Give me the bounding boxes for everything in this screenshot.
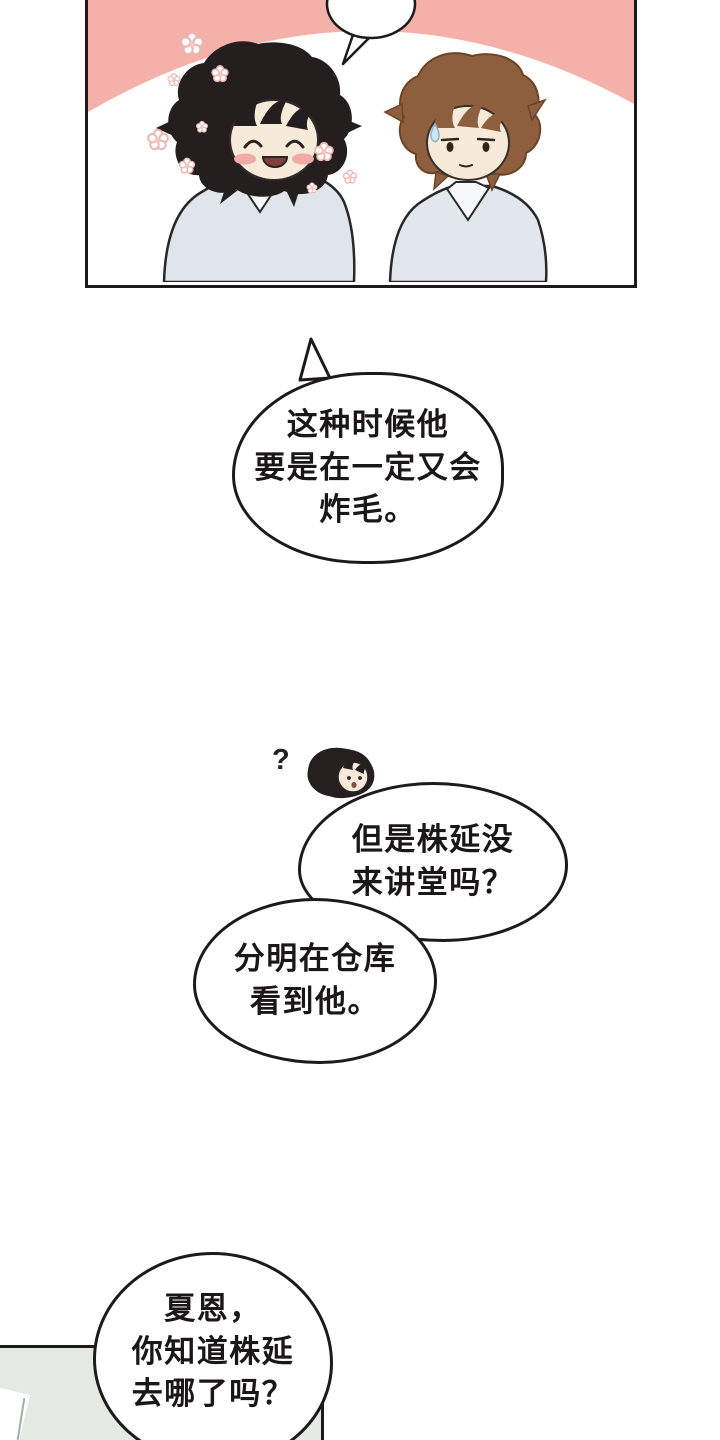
bubble-line: 看到他。 — [250, 984, 380, 1019]
question-mark-text: ? — [272, 744, 290, 776]
speech-bubble-monologue: 这种时候他 要是在一定又会 炸毛。 — [232, 372, 504, 564]
character-left-mouth — [261, 156, 289, 168]
character-right-fringe — [433, 100, 507, 132]
character-right-eyes — [440, 137, 496, 152]
bubble-line: 炸毛。 — [319, 492, 417, 528]
character-left-fringe — [234, 96, 314, 130]
speech-bubble-ask: 夏恩， 你知道株延 去哪了吗？ — [93, 1252, 333, 1440]
flower-icon — [147, 128, 169, 151]
bubble-line: 分明在仓库 — [233, 941, 397, 977]
character-right-collar — [445, 181, 491, 222]
flower-icon — [167, 73, 181, 87]
bubble-line: 来讲堂吗？ — [351, 865, 515, 900]
bubble-line: 但是株延没 — [351, 822, 515, 858]
character-left-eyes — [243, 139, 305, 149]
comic-panel-top — [85, 0, 637, 288]
bubble-line: 去哪了吗？ — [131, 1376, 295, 1412]
bubble-line: 这种时候他 — [286, 406, 450, 442]
chibi-head-icon — [307, 747, 375, 799]
character-right-mouth — [459, 164, 473, 168]
sweat-drop-icon — [430, 122, 440, 143]
speech-bubble-question-2: 分明在仓库 看到他。 — [193, 898, 437, 1064]
flower-icon — [342, 169, 358, 184]
character-right — [383, 52, 548, 282]
bubble-line: 你知道株延 — [131, 1333, 295, 1369]
bubble-line: 要是在一定又会 — [254, 449, 482, 485]
bubble-line: 夏恩， — [164, 1290, 262, 1326]
blush-left — [234, 153, 256, 165]
character-left — [156, 41, 362, 282]
pink-arch — [88, 0, 634, 112]
panel-top-artwork — [88, 0, 634, 282]
speech-bubble-top-cropped — [325, 0, 417, 66]
blush-right — [292, 153, 314, 165]
